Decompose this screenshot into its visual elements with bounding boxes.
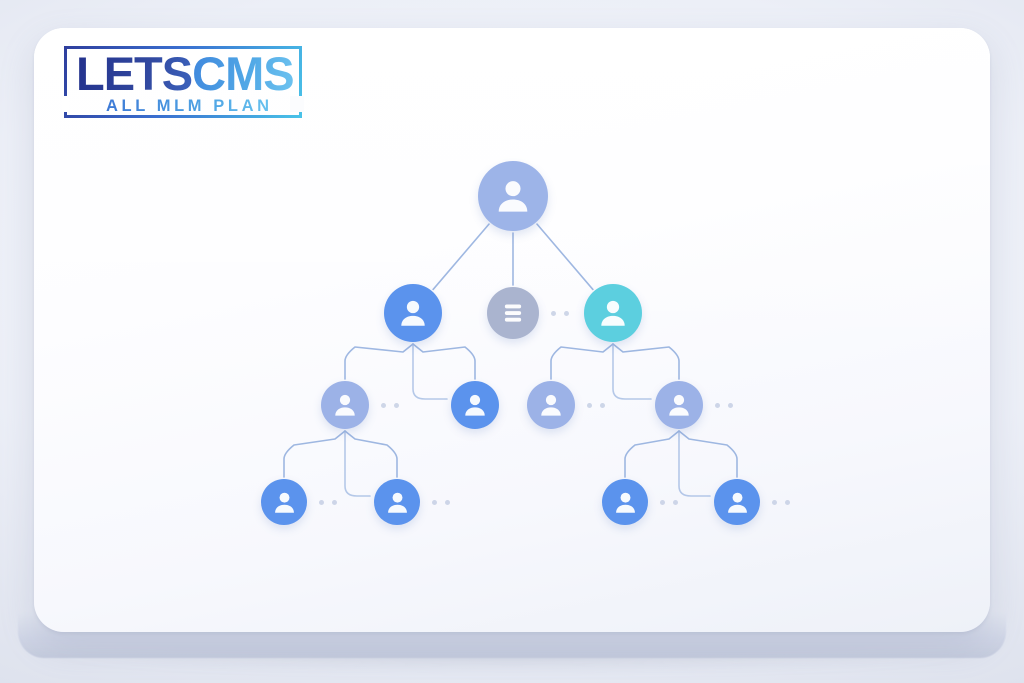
tree-node-person[interactable] — [655, 381, 703, 429]
tree-node-person[interactable] — [478, 161, 548, 231]
tree-node-more-dot[interactable] — [432, 499, 437, 505]
tree-link — [624, 430, 680, 478]
tree-node-person[interactable] — [384, 284, 442, 342]
logo-tagline: ALL MLM PLAN — [106, 97, 273, 115]
tree-link — [678, 430, 738, 478]
tree-link — [432, 223, 490, 291]
tree-link — [536, 223, 594, 291]
tree-node-person[interactable] — [527, 381, 575, 429]
tree-node-person[interactable] — [374, 479, 420, 525]
letscms-logo[interactable]: LETSCMS ALL MLM PLAN — [62, 40, 310, 132]
tree-node-person[interactable] — [602, 479, 648, 525]
tree-link — [344, 343, 414, 380]
tree-link — [412, 343, 476, 380]
tree-node-person[interactable] — [714, 479, 760, 525]
tree-node-more-dot[interactable] — [715, 402, 720, 408]
logo-frame-gap-left — [62, 96, 69, 112]
tree-link — [612, 343, 680, 380]
tree-node-more-dot[interactable] — [600, 402, 605, 408]
tree-link — [344, 430, 398, 478]
tree-node-list[interactable] — [487, 287, 539, 339]
logo-frame — [64, 46, 302, 118]
tree-link — [412, 343, 448, 400]
tree-link — [550, 343, 614, 380]
tree-node-more-dot[interactable] — [551, 310, 556, 316]
tree-node-more-dot[interactable] — [319, 499, 324, 505]
tree-node-more-dot[interactable] — [785, 499, 790, 505]
tree-node-more-dot[interactable] — [587, 402, 592, 408]
logo-text-cms: CMS — [192, 47, 294, 100]
tree-node-person[interactable] — [584, 284, 642, 342]
tree-node-more-dot[interactable] — [445, 499, 450, 505]
tree-node-more-dot[interactable] — [728, 402, 733, 408]
tree-node-more-dot[interactable] — [381, 402, 386, 408]
tree-node-more-dot[interactable] — [564, 310, 569, 316]
screen-card: LETSCMS ALL MLM PLAN — [34, 28, 990, 632]
tree-node-more-dot[interactable] — [394, 402, 399, 408]
tree-node-person[interactable] — [451, 381, 499, 429]
tree-node-more-dot[interactable] — [673, 499, 678, 505]
tree-node-person[interactable] — [261, 479, 307, 525]
logo-text-lets: LETS — [76, 47, 193, 100]
tree-link — [612, 343, 652, 400]
tree-node-more-dot[interactable] — [660, 499, 665, 505]
tree-link — [678, 430, 711, 497]
tree-node-more-dot[interactable] — [332, 499, 337, 505]
tree-node-person[interactable] — [321, 381, 369, 429]
tree-node-more-dot[interactable] — [772, 499, 777, 505]
tree-link — [344, 430, 371, 497]
logo-wordmark: LETSCMS — [76, 47, 295, 100]
tree-link — [283, 430, 346, 478]
logo-frame-gap-right — [290, 96, 304, 112]
